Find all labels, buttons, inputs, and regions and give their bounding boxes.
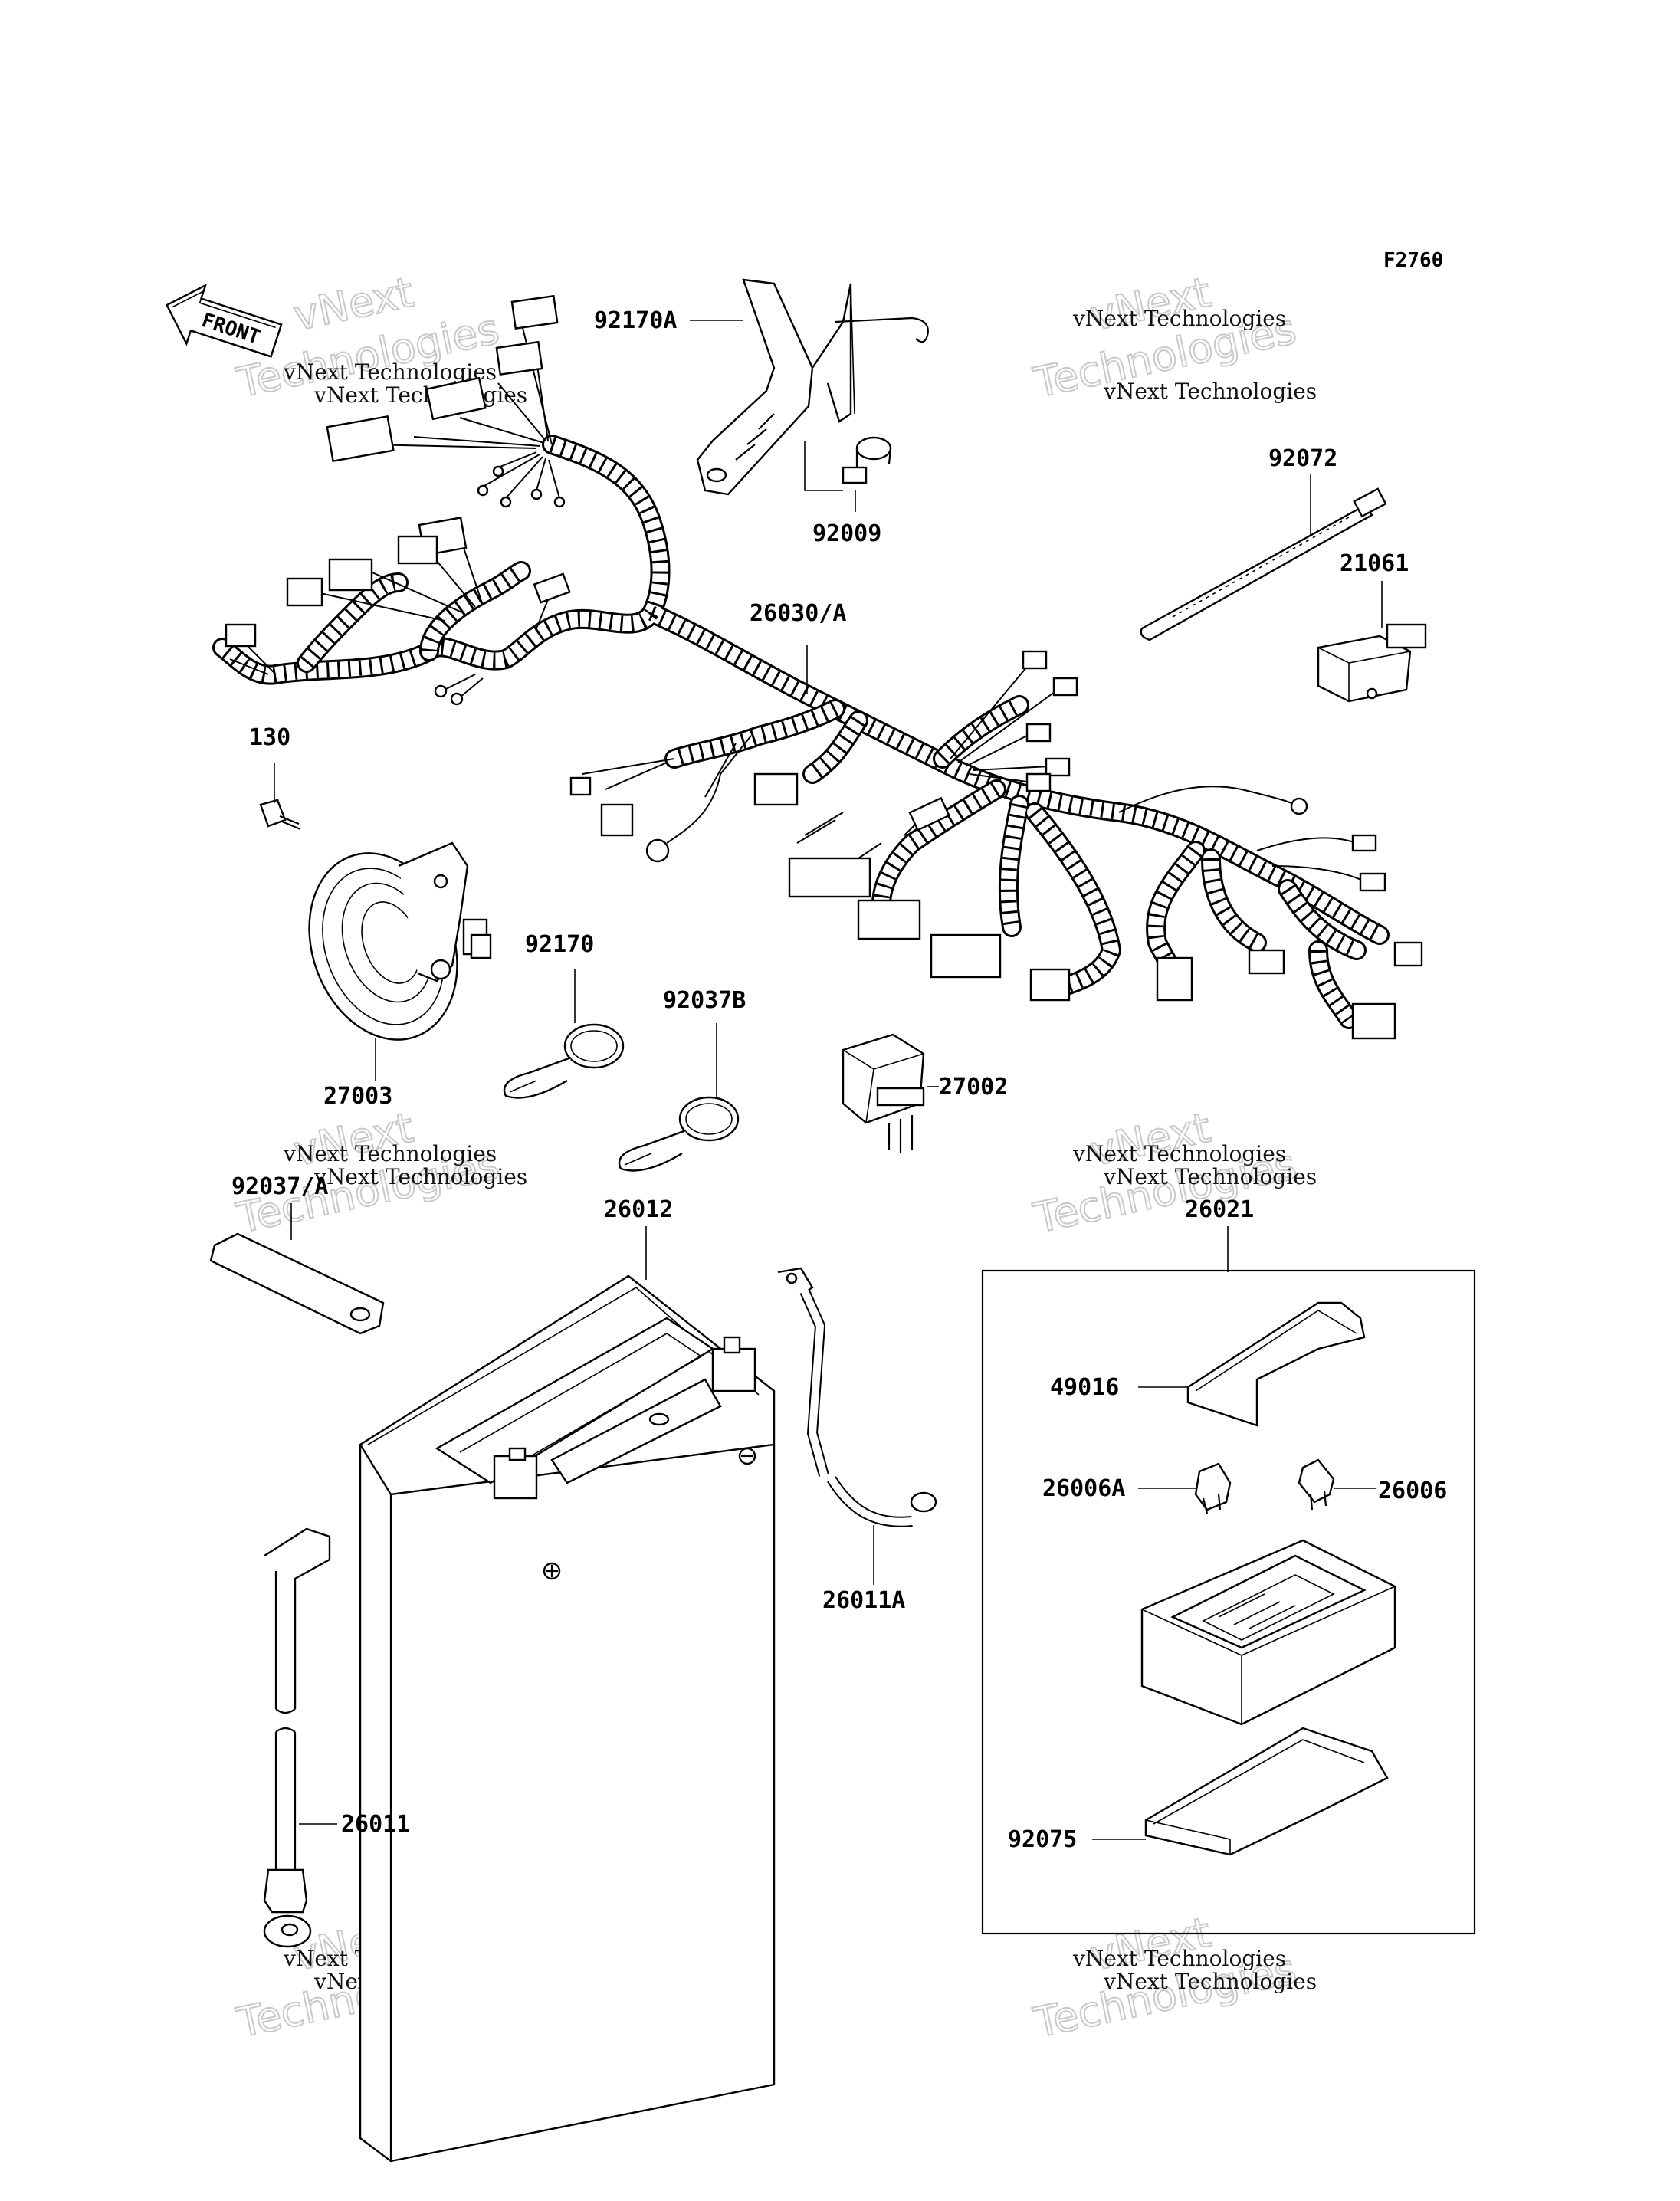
cable-26011A [777,1267,937,1527]
connector [225,623,257,648]
connector [1052,677,1078,697]
label-92170: 92170 [525,931,594,958]
connector [1248,949,1285,975]
label-27003: 27003 [323,1083,392,1110]
cable-tie-92072 [1140,487,1387,641]
relay-27002 [842,1033,925,1153]
watermark-text: vNext Technologies [1103,1164,1317,1189]
connector [857,899,921,940]
connector [1393,941,1423,967]
clamp-92170 [503,1023,625,1099]
connector [569,776,592,796]
fuse-box-body [1140,1539,1396,1726]
leader-lines [274,320,1383,1840]
battery-terminal [493,1455,538,1500]
label-92075: 92075 [1008,1826,1077,1853]
label-21061: 21061 [1340,550,1409,577]
label-26011: 26011 [341,1811,410,1838]
watermark-text: vNext Technologies [1072,1141,1286,1166]
label-26030A: 26030/A [750,600,846,627]
horn-27003 [308,841,492,1041]
connector [1029,968,1071,1002]
watermark-text: vNext Technologies [313,382,527,408]
connector [930,933,1002,979]
wiring-harness-26030 [212,294,1423,1040]
connector [328,558,373,592]
connector [1351,1002,1396,1040]
bolt-92009 [842,436,892,484]
connector [753,772,799,806]
connector [286,577,323,607]
connector [1351,834,1377,852]
connector [397,535,438,565]
connector [788,857,871,898]
holder-92075 [1144,1727,1389,1856]
label-92037B: 92037B [663,987,746,1014]
connector [1359,872,1386,892]
fuse-box-frame [981,1269,1476,1935]
label-92170A: 92170A [594,307,677,334]
watermark-text: vNext Technologies [1103,1969,1317,1994]
front-arrow: FRONT [166,283,283,358]
label-92072: 92072 [1268,445,1337,472]
bracket-92170A [696,278,929,496]
fuse-26006 [1298,1458,1335,1511]
connector [495,340,543,376]
label-26006A: 26006A [1042,1475,1125,1502]
label-49016: 49016 [1050,1374,1119,1401]
label-26012: 26012 [604,1196,673,1223]
cable-26011 [263,1527,331,1948]
connector [1025,723,1052,743]
plate-92037A [209,1232,385,1335]
watermark-text: vNext Technologies [283,1141,497,1166]
part-21061 [1317,623,1427,703]
part-labels: 92170A 92009 92072 21061 26030/A 130 921… [231,307,1447,1853]
connector [1025,772,1052,792]
connector [425,376,487,421]
label-92037A: 92037/A [231,1173,328,1200]
connector [1022,650,1048,670]
label-27002: 27002 [939,1074,1008,1100]
label-130: 130 [249,724,290,751]
label-92009: 92009 [812,520,881,547]
label-26006: 26006 [1378,1478,1447,1504]
connector [1156,956,1193,1002]
cover-49016 [1186,1301,1366,1427]
connector [510,294,559,330]
front-arrow-icon [166,283,283,358]
connector [600,803,634,837]
connector [533,572,571,604]
watermark-text: vNext Technologies [283,359,497,385]
fuse-26006A [1194,1462,1232,1514]
battery-terminal [711,1347,756,1392]
watermark-text: vNext Technologies [1072,306,1286,331]
label-26021: 26021 [1185,1196,1254,1223]
watermark-text: vNext Technologies [1072,1946,1286,1971]
connector [1045,757,1071,777]
battery-26012 [359,1274,776,2163]
clamp-92037B [618,1096,740,1172]
connector [908,796,950,832]
connector [326,415,395,462]
figure-code: F2760 [1383,249,1443,272]
watermark-text: vNext Technologies [1103,379,1317,404]
watermark-text: vNext Technologies [313,1164,527,1189]
label-26011A: 26011A [822,1587,905,1614]
bolt-130 [259,799,301,831]
